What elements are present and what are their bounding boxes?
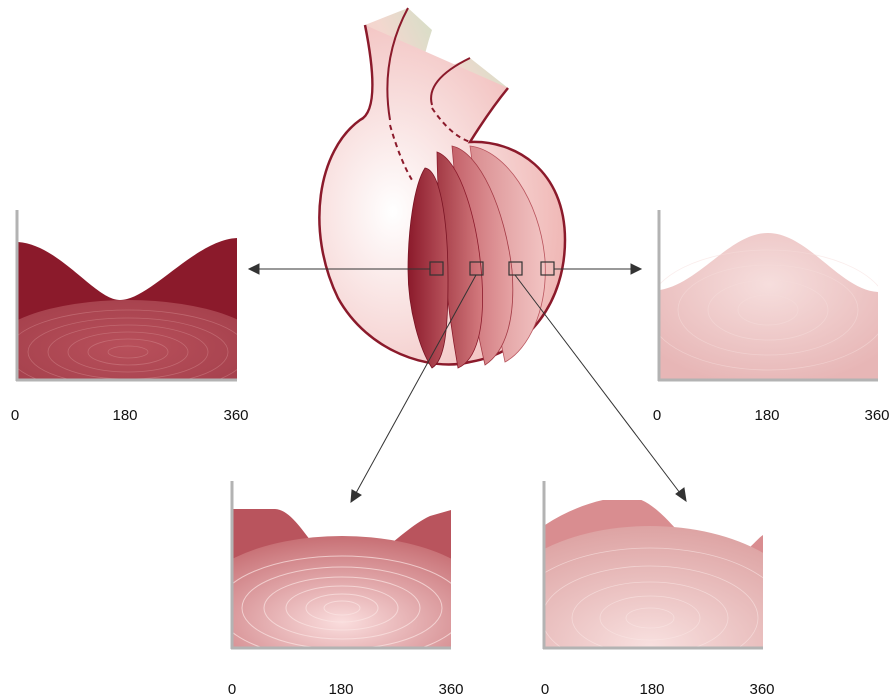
arrow-bottom-right	[515, 275, 680, 493]
fiber-profile-plot-right: 0 180 360	[648, 210, 890, 424]
heart-illustration	[319, 8, 565, 368]
fiber-profile-plot-left: 0 180 360	[0, 210, 268, 424]
plot-right-pale-area	[660, 233, 878, 380]
plot-left-tick-0: 0	[11, 407, 19, 424]
arrowhead-bottom-left	[351, 490, 361, 502]
fiber-profile-plot-bottom-right: 0 180 360	[490, 481, 810, 699]
plot-bottom-left-tick-0: 0	[228, 681, 236, 698]
plot-right-tick-0: 0	[653, 407, 661, 424]
plot-bottom-left-inner-area	[192, 536, 492, 680]
plot-bottom-right-tick-0: 0	[541, 681, 549, 698]
plot-bottom-right-tick-360: 360	[749, 681, 774, 698]
fiber-profile-plot-bottom-left: 0 180 360	[192, 481, 492, 698]
arrowhead-left	[249, 264, 259, 274]
plot-left-tick-360: 360	[223, 407, 248, 424]
plot-bottom-left-tick-360: 360	[438, 681, 463, 698]
plot-bottom-left-tick-180: 180	[328, 681, 353, 698]
plot-right-tick-180: 180	[754, 407, 779, 424]
plot-bottom-right-tick-180: 180	[639, 681, 664, 698]
plot-right-tick-360: 360	[864, 407, 889, 424]
plot-left-tick-180: 180	[112, 407, 137, 424]
arrowhead-right	[631, 264, 641, 274]
